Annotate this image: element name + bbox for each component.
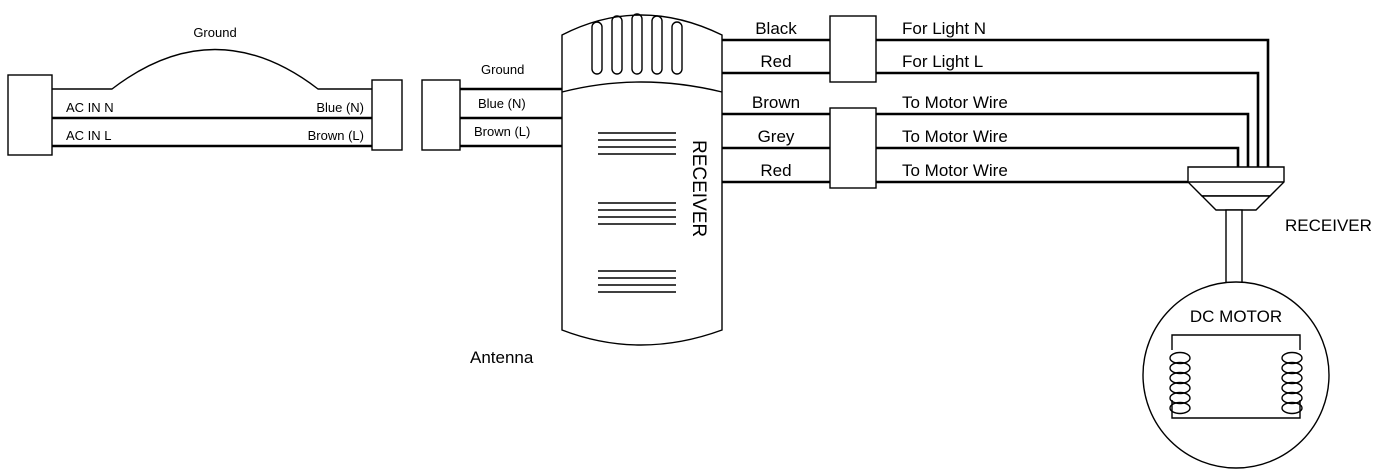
wire-color-label-3: Brown xyxy=(752,93,800,112)
receiver-vertical-label: RECEIVER xyxy=(688,140,709,237)
out-wire-motor-2 xyxy=(876,146,1240,167)
out-wire-light-n xyxy=(876,38,1270,167)
receiver-input-harness: Ground Blue (N) Brown (L) xyxy=(421,62,562,151)
fan-assembly: RECEIVER DC MOTOR xyxy=(1142,166,1372,469)
canopy-neck xyxy=(1200,195,1272,211)
wire-destination-label-4: To Motor Wire xyxy=(902,127,1008,146)
wire-color-label-5: Red xyxy=(760,161,791,180)
out-wire-motor-1 xyxy=(876,112,1250,167)
motor-connector-block xyxy=(829,107,877,189)
blue-n-label: Blue (N) xyxy=(316,100,364,115)
receiver-brown-label: Brown (L) xyxy=(474,124,530,139)
wire-destination-label-5: To Motor Wire xyxy=(902,161,1008,180)
wire-destination-label-1: For Light N xyxy=(902,19,986,38)
middle-connector-block xyxy=(371,79,403,151)
motor-stator-frame xyxy=(1171,334,1301,419)
ground-jumper-wire xyxy=(52,48,372,90)
dc-motor-label: DC MOTOR xyxy=(1190,307,1282,326)
receiver-blue-label: Blue (N) xyxy=(478,96,526,111)
dc-motor-circle xyxy=(1142,281,1330,469)
ground-jumper-label: Ground xyxy=(193,25,236,40)
brown-l-label: Brown (L) xyxy=(308,128,364,143)
right-coil-icon xyxy=(1281,351,1303,415)
receiver-vent-slots xyxy=(591,13,683,75)
receiver-grille-lines xyxy=(598,132,676,293)
out-wire-light-l xyxy=(876,71,1260,167)
wire-color-label-2: Red xyxy=(760,52,791,71)
wire-color-label-4: Grey xyxy=(758,127,795,146)
light-connector-block xyxy=(829,15,877,83)
left-coil-icon xyxy=(1169,351,1191,415)
receiver-divider xyxy=(561,81,723,93)
fan-receiver-label: RECEIVER xyxy=(1285,216,1372,235)
antenna-label: Antenna xyxy=(470,348,534,367)
ac-in-n-label: AC IN N xyxy=(66,100,114,115)
receiver-input-connector xyxy=(421,79,461,151)
wire-destination-label-3: To Motor Wire xyxy=(902,93,1008,112)
wire-destination-label-2: For Light L xyxy=(902,52,983,71)
left-connector-block xyxy=(7,74,53,156)
receiver-unit: RECEIVER Antenna xyxy=(470,13,723,367)
wire-color-label-1: Black xyxy=(755,19,797,38)
left-harness: Ground AC IN N AC IN L Blue (N) Brown (L… xyxy=(7,25,403,156)
ac-in-l-label: AC IN L xyxy=(66,128,112,143)
receiver-ground-label: Ground xyxy=(481,62,524,77)
output-wiring: Black Red Brown Grey Red For Light N For… xyxy=(722,15,1270,189)
